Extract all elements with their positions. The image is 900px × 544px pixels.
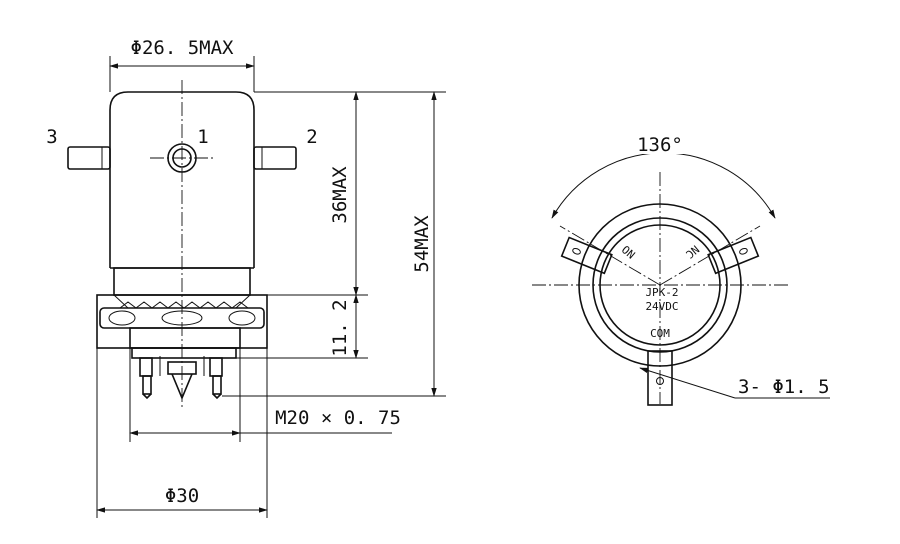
voltage-label: 24VDC [645,300,678,313]
terminal-nc [707,236,760,275]
pin-3-shaft [67,146,111,170]
dim-flange-height: 11. 2 [329,299,351,356]
label-no: NO [619,242,638,260]
solder-terminals [139,356,223,401]
pin-label-3: 3 [46,126,57,148]
pin-2-shaft [253,146,297,170]
pin-label-1: 1 [197,126,208,148]
pin-label-2: 2 [306,126,317,148]
dim-total-height: 54MAX [411,215,433,273]
nut-knurl [119,301,249,309]
dim-top-width: Φ26. 5MAX [131,37,235,59]
angle-arc [551,152,776,219]
dim-base-diameter: Φ30 [165,485,199,507]
label-nc: NC [683,242,702,260]
angle-label: 136° [637,134,683,156]
side-view: Φ26. 5MAX 3 1 2 36MAX 11. 2 54MAX M20 × … [46,37,446,518]
dim-thread: M20 × 0. 75 [275,407,401,429]
dim-body-height: 36MAX [329,166,351,224]
hole-callout: 3- Φ1. 5 [738,376,830,398]
model-label: JPK-2 [645,286,678,299]
terminal-no [560,236,613,275]
com-label: COM [650,327,670,340]
top-view: 136° NO NC JPK-2 24VDC COM 3- Φ1. 5 [532,130,830,406]
thread-body [129,327,241,349]
